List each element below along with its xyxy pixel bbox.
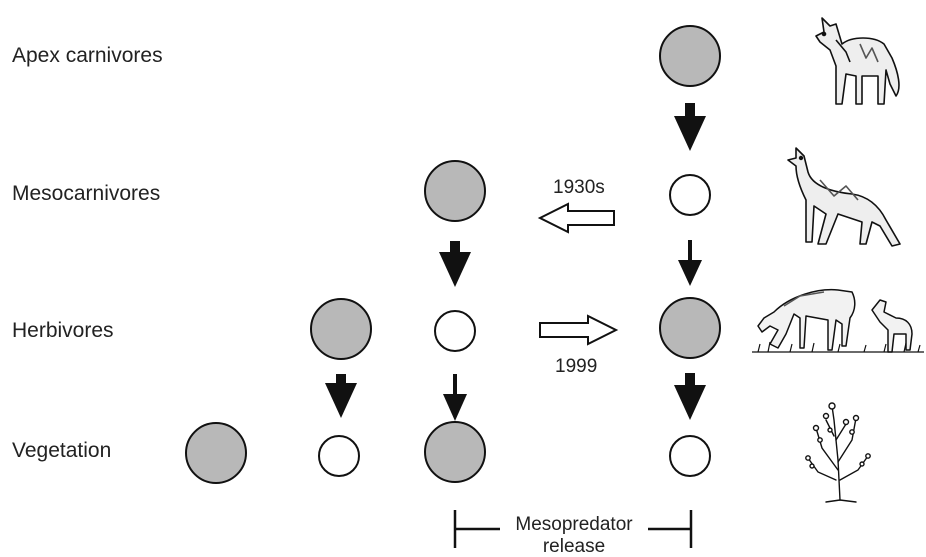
sagebrush-icon bbox=[805, 402, 871, 503]
down-arrow-col4-3 bbox=[674, 373, 706, 420]
down-arrow-col3-bottom bbox=[443, 374, 467, 421]
veg-node-col2 bbox=[318, 435, 360, 477]
level-label-herb: Herbivores bbox=[12, 319, 114, 342]
herb-node-col4 bbox=[659, 297, 721, 359]
apex-node-col4 bbox=[659, 25, 721, 87]
veg-node-col3 bbox=[424, 421, 486, 483]
level-label-meso: Mesocarnivores bbox=[12, 182, 160, 205]
deer-icon bbox=[752, 288, 924, 353]
bracket-label-line1: Mesopredator bbox=[515, 514, 633, 535]
down-arrow-col4-2 bbox=[678, 240, 702, 286]
down-arrow-col4-1 bbox=[674, 103, 706, 151]
down-arrow-col3-top bbox=[439, 241, 471, 287]
herb-node-col3 bbox=[434, 310, 476, 352]
release-bracket bbox=[453, 510, 693, 548]
transition-arrow-1999 bbox=[539, 314, 619, 346]
level-label-veg: Vegetation bbox=[12, 439, 111, 462]
meso-node-col3 bbox=[424, 160, 486, 222]
down-arrow-col2 bbox=[325, 374, 357, 418]
veg-node-col4 bbox=[669, 435, 711, 477]
bracket-label-line2: release bbox=[543, 536, 605, 557]
meso-node-col4 bbox=[669, 174, 711, 216]
coyote-icon bbox=[787, 147, 901, 247]
wolf-icon bbox=[815, 17, 900, 105]
transition-label-1999: 1999 bbox=[555, 356, 597, 377]
transition-arrow-1930s bbox=[537, 202, 615, 234]
veg-node-col1 bbox=[185, 422, 247, 484]
herb-node-col2 bbox=[310, 298, 372, 360]
level-label-apex: Apex carnivores bbox=[12, 44, 163, 67]
transition-label-1930s: 1930s bbox=[553, 177, 605, 198]
